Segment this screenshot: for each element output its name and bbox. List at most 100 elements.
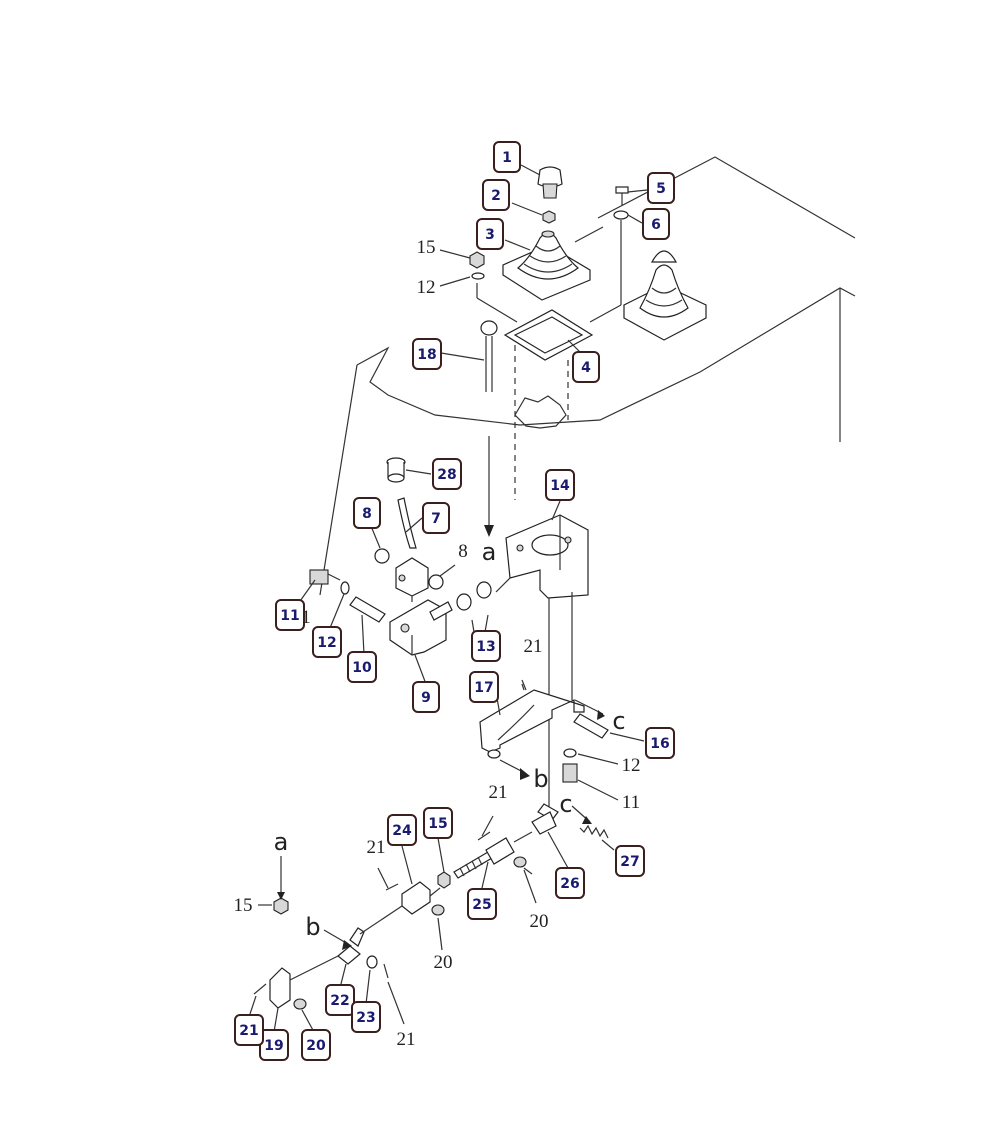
callout-7: 7: [422, 502, 450, 534]
cotter-pins-21: [253, 679, 527, 995]
rod-part-18: [480, 320, 498, 392]
callout-22: 22: [325, 984, 355, 1016]
callout-17: 17: [469, 671, 499, 703]
svg-text:2: 2: [491, 188, 501, 204]
svg-text:22: 22: [330, 993, 349, 1009]
plain-label-21-bracket: 21: [524, 636, 543, 657]
boot-part-3: [502, 230, 591, 301]
svg-text:24: 24: [392, 823, 412, 839]
svg-text:18: 18: [417, 347, 436, 363]
svg-text:17: 17: [474, 680, 493, 696]
callout-9: 9: [412, 681, 440, 713]
plain-label-20-rod: 20: [530, 911, 549, 932]
callout-16: 16: [645, 727, 675, 759]
svg-text:13: 13: [476, 639, 495, 655]
svg-text:12: 12: [317, 635, 336, 651]
callout-4: 4: [572, 351, 600, 383]
callout-5: 5: [647, 172, 675, 204]
bushings-part-8: [374, 548, 444, 590]
plain-label-21-rod: 21: [489, 782, 508, 803]
collar-part-28: [386, 457, 406, 483]
callout-15: 15: [423, 807, 453, 839]
leader-lines-upper: [439, 164, 648, 537]
svg-text:21: 21: [239, 1023, 258, 1039]
callout-19: 19: [259, 1029, 289, 1061]
svg-text:25: 25: [472, 897, 491, 913]
plain-label-15-bottom: 15: [234, 895, 253, 916]
callout-3: 3: [476, 218, 504, 250]
callout-27: 27: [615, 845, 645, 877]
callout-13: 13: [471, 630, 501, 662]
second-lever-boot: [623, 250, 707, 341]
callout-18: 18: [412, 338, 442, 370]
ref-letter-b-bracket: b: [533, 765, 548, 793]
nut-part-15b: [437, 871, 451, 889]
rod-end-part-25: [453, 831, 533, 879]
svg-text:19: 19: [264, 1038, 283, 1054]
pin-part-26: [531, 803, 559, 835]
callout-21: 21: [234, 1014, 264, 1046]
ref-letter-b-lower: b: [305, 913, 320, 941]
lever-part-7: [395, 497, 429, 602]
svg-text:6: 6: [651, 217, 661, 233]
svg-text:3: 3: [485, 227, 495, 243]
plain-label-15-top: 15: [417, 237, 436, 258]
bolt-part-5: [615, 186, 629, 205]
ref-letter-c-lower: c: [559, 790, 572, 818]
svg-text:7: 7: [431, 511, 441, 527]
washer-part-23: [366, 955, 378, 969]
bolt-part-11: [309, 569, 341, 585]
plain-label-21-block: 21: [367, 837, 386, 858]
svg-text:28: 28: [437, 467, 456, 483]
plain-label-21-bottom: 21: [397, 1029, 416, 1050]
svg-text:23: 23: [356, 1010, 375, 1026]
arm-part-22: [337, 905, 403, 965]
washer-part-6: [613, 210, 629, 220]
callout-8: 8: [353, 497, 381, 529]
callout-2: 2: [482, 179, 510, 211]
svg-text:4: 4: [581, 360, 591, 376]
callout-26: 26: [555, 867, 585, 899]
bracket-part-14: [505, 514, 589, 599]
bolt-part-20a: [513, 856, 533, 875]
leader-lines-lower: [249, 815, 569, 1033]
spring-part-27: [571, 805, 615, 851]
svg-text:10: 10: [352, 660, 372, 676]
svg-text:1: 1: [502, 150, 512, 166]
callout-28: 28: [432, 458, 462, 490]
callout-6: 6: [642, 208, 670, 240]
washer-part-12: [340, 581, 350, 595]
nut-15-a-ref: [258, 856, 289, 915]
callout-10: 10: [347, 651, 377, 683]
plain-label-11-bracket: 11: [622, 792, 640, 813]
callout-12: 12: [312, 626, 342, 658]
plain-label-20-block: 20: [434, 952, 453, 973]
lever-knob-part-1: [537, 166, 563, 199]
plain-label-12-top: 12: [417, 277, 436, 298]
leader-lines-bracket: [496, 697, 645, 801]
block-part-24: [401, 881, 445, 916]
ref-letter-c-pin: c: [612, 707, 625, 735]
pin-part-16: [573, 699, 609, 739]
callout-14: 14: [545, 469, 575, 501]
fork-part-9: [389, 599, 453, 656]
plain-label-1: 1: [301, 607, 311, 628]
callout-11: 11: [275, 599, 305, 631]
ref-letter-a-upper: a: [482, 538, 497, 566]
callout-25: 25: [467, 888, 497, 920]
callout-24: 24: [387, 814, 417, 846]
svg-text:11: 11: [280, 608, 299, 624]
svg-text:5: 5: [656, 181, 666, 197]
plain-label-12-bracket: 12: [622, 755, 641, 776]
plain-label-8: 8: [458, 541, 468, 562]
callout-1: 1: [493, 141, 521, 173]
svg-text:27: 27: [620, 854, 639, 870]
callout-23: 23: [351, 1001, 381, 1033]
bracket-part-17: [479, 683, 585, 759]
svg-text:14: 14: [550, 478, 570, 494]
pin-part-10: [349, 596, 386, 623]
svg-text:15: 15: [428, 816, 447, 832]
ref-letter-a-lower: a: [274, 828, 289, 856]
